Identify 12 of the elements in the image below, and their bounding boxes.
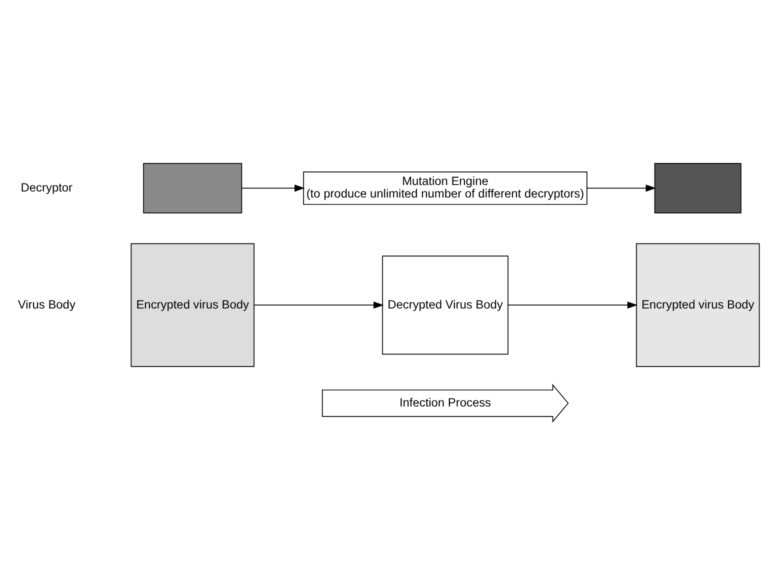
label: Decryptor [20, 180, 73, 194]
arrow [241, 184, 305, 192]
arrow [254, 301, 384, 308]
node-box: Decrypted Virus Body [382, 255, 508, 354]
arrow [586, 184, 656, 192]
node-box [143, 162, 242, 213]
arrow [508, 301, 638, 308]
node-box: Encrypted virus Body [130, 242, 254, 366]
node-box [654, 162, 742, 213]
node-box: Mutation Engine (to produce unlimited number of different decryptors) [303, 171, 588, 204]
label: Virus Body [18, 296, 76, 311]
node-box: Encrypted virus Body [636, 242, 760, 366]
